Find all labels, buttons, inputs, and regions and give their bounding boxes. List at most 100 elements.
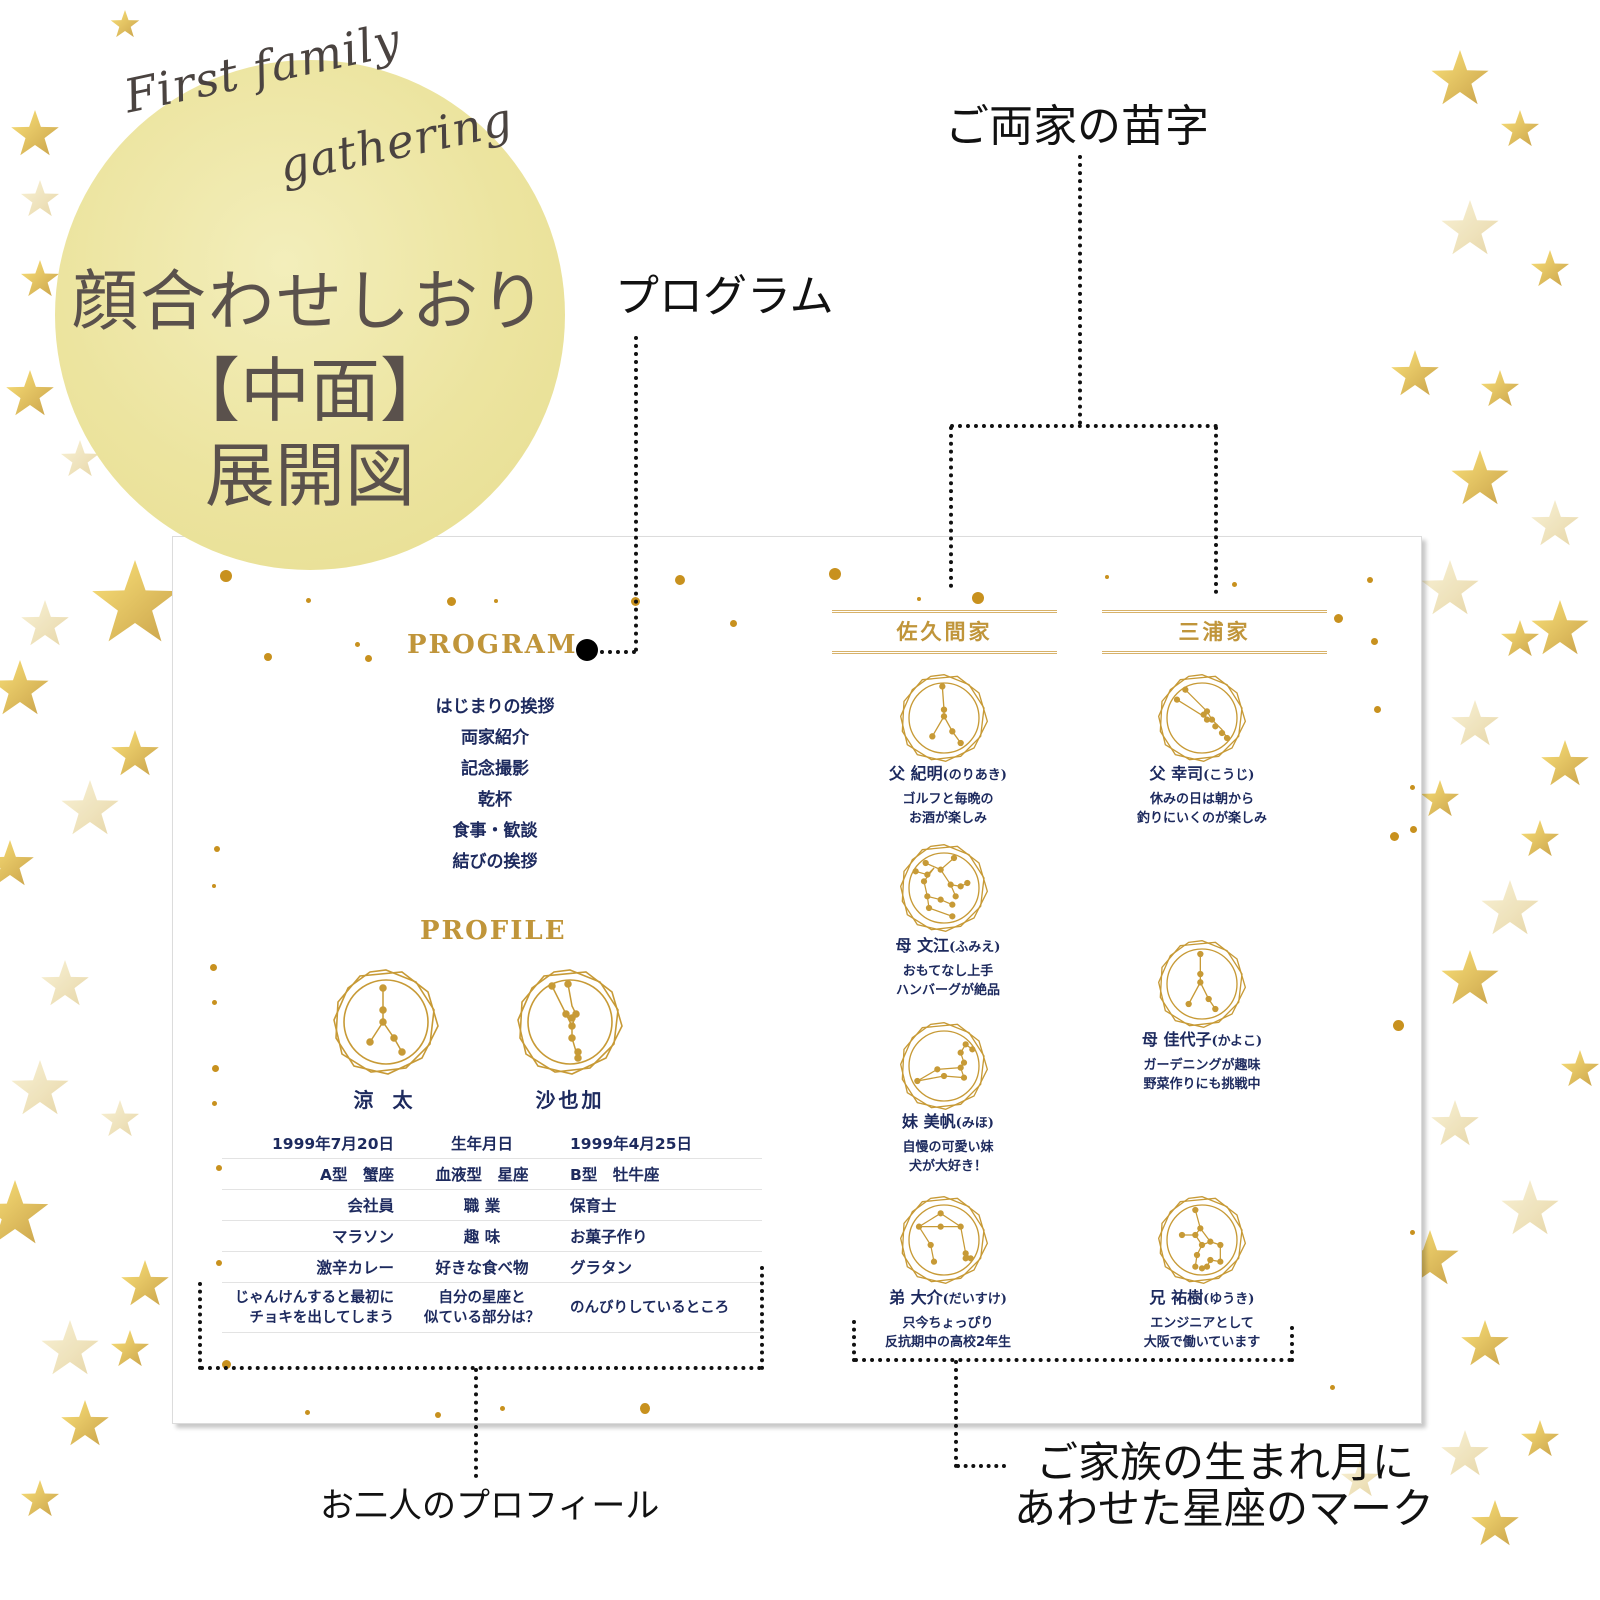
callout-family-leader [1078,155,1082,425]
callout-profile-leader [474,1368,478,1478]
family-member: 母 文江(ふみえ) おもてなし上手ハンバーグが絶品 [838,928,1058,1000]
callout-family-leader-right [1214,426,1218,594]
cancer-constellation-icon [900,674,988,762]
program-item: 記念撮影 [461,759,529,779]
profile-heading: PROFILE [420,916,567,946]
member-desc-line1: エンジニアとして [1150,1316,1254,1331]
callout-program-leader [634,336,638,652]
member-name: 佳代子 [1163,1030,1212,1049]
groom-value: 1999年7月20日 [272,1135,394,1153]
callout-constellation-line2: あわせた星座のマーク [1014,1484,1435,1533]
family-name-sakuma: 佐久間家 [832,610,1057,654]
callout-profile: お二人のプロフィール [320,1486,660,1526]
member-name: 文江 [917,936,950,955]
member-name: 幸司 [1171,764,1204,783]
groom-value: 会社員 [347,1197,394,1215]
member-role: 兄 [1149,1288,1166,1307]
member-kana: (みほ) [955,1116,994,1131]
family-member: 父 幸司(こうじ) 休みの日は朝から釣りにいくのが楽しみ [1092,756,1312,828]
family-member: 妹 美帆(みほ) 自慢の可愛い妹犬が大好き！ [838,1104,1058,1176]
title-circle [55,60,565,570]
bride-value: のんびりしているところ [570,1299,730,1316]
member-name: 祐樹 [1171,1288,1204,1307]
row-label: 職 業 [463,1197,501,1215]
callout-profile-bracket-left [198,1282,202,1370]
callout-profile-bracket-right [760,1266,764,1370]
callout-constellation-leader-h [956,1464,1006,1468]
row-label: 血液型 星座 [435,1166,529,1184]
member-desc-line1: おもてなし上手 [902,964,994,979]
groom-name: 涼 太 [353,1088,419,1112]
callout-profile-bracket-bottom [200,1366,762,1370]
member-kana: (ふみえ) [949,940,1001,955]
member-desc-line2: ハンバーグが絶品 [895,983,1000,998]
table-row: 会社員 職 業 保育士 [222,1190,762,1221]
member-role: 父 [889,764,906,783]
callout-family-names: ご両家の苗字 [945,101,1209,152]
member-role: 父 [1149,764,1166,783]
callout-constellation-line1: ご家族の生まれ月に [1036,1438,1415,1487]
member-name: 紀明 [910,764,943,783]
cancer-constellation-icon [1157,940,1247,1029]
table-row: 1999年7月20日 生年月日 1999年4月25日 [222,1128,762,1159]
page-title: 顔合わせしおり [72,263,548,340]
member-role: 弟 [889,1288,906,1307]
table-row: 激辛カレー 好きな食べ物 グラタン [222,1252,762,1283]
member-role: 妹 [902,1112,919,1131]
taurus-constellation-icon [517,969,623,1075]
table-row: じゃんけんすると最初に チョキを出してしまう 自分の星座と 似ている部分は？ の… [222,1283,762,1333]
callout-constellation-bracket-left [852,1320,856,1362]
callout-family-leader-left [949,426,953,588]
member-kana: (だいすけ) [942,1292,1007,1307]
callout-program-leader-h [600,650,636,654]
member-desc-line2: お酒が楽しみ [908,811,987,826]
groom-value: じゃんけんすると最初に チョキを出してしまう [234,1289,394,1326]
family-member: 母 佳代子(かよこ) ガーデニングが趣味野菜作りにも挑戦中 [1092,1022,1312,1094]
program-list: はじまりの挨拶 両家紹介 記念撮影 乾杯 食事・歓談 結びの挨拶 [390,692,600,878]
callout-anchor-dot [576,639,598,661]
bride-value: B型 牡牛座 [570,1166,660,1184]
member-desc-line2: 反抗期中の高校2年生 [884,1335,1012,1350]
callout-constellation-leader [954,1360,958,1468]
groom-value: マラソン [331,1228,394,1246]
row-label: 趣 味 [463,1228,501,1246]
program-item: 両家紹介 [461,728,529,748]
bride-name: 沙也加 [535,1088,605,1112]
row-label: 好きな食べ物 [435,1259,529,1277]
member-name: 大介 [910,1288,943,1307]
bride-value: 保育士 [570,1197,617,1215]
member-desc-line2: 釣りにいくのが楽しみ [1136,811,1267,826]
family-name-miura: 三浦家 [1102,610,1327,654]
member-desc-line1: 只今ちょっぴり [902,1316,994,1331]
bride-value: グラタン [570,1259,633,1277]
table-row: マラソン 趣 味 お菓子作り [222,1221,762,1252]
member-desc-line2: 大阪で働いています [1143,1335,1261,1350]
groom-value: A型 蟹座 [320,1166,394,1184]
program-heading: PROGRAM [407,630,578,660]
program-item: 食事・歓談 [452,821,538,841]
row-label: 自分の星座と 似ている部分は？ [424,1289,540,1326]
family-member: 父 紀明(のりあき) ゴルフと毎晩のお酒が楽しみ [838,756,1058,828]
member-desc-line2: 犬が大好き！ [908,1159,987,1174]
libra-constellation-icon [900,1195,988,1285]
callout-program: プログラム [615,271,834,322]
profile-table: 1999年7月20日 生年月日 1999年4月25日 A型 蟹座 血液型 星座 … [222,1128,762,1333]
callout-family-leader-h [950,424,1218,428]
row-label: 生年月日 [450,1135,513,1153]
program-item: はじまりの挨拶 [435,697,555,717]
program-item: 乾杯 [478,790,512,810]
program-item: 結びの挨拶 [452,852,538,872]
groom-value: 激辛カレー [316,1259,394,1277]
member-role: 母 [1141,1030,1158,1049]
bride-value: 1999年4月25日 [570,1135,692,1153]
member-kana: (のりあき) [942,768,1007,783]
gemini-constellation-icon [900,844,988,932]
family-member: 兄 祐樹(ゆうき) エンジニアとして大阪で働いています [1092,1280,1312,1352]
page-subtitle-2: 展開図 [205,435,415,517]
member-desc-line1: 休みの日は朝から [1149,792,1254,807]
family-member: 弟 大介(だいすけ) 只今ちょっぴり反抗期中の高校2年生 [838,1280,1058,1352]
leo-constellation-icon [900,1022,988,1111]
member-kana: (かよこ) [1211,1034,1263,1049]
member-name: 美帆 [923,1112,956,1131]
member-kana: (ゆうき) [1203,1292,1255,1307]
